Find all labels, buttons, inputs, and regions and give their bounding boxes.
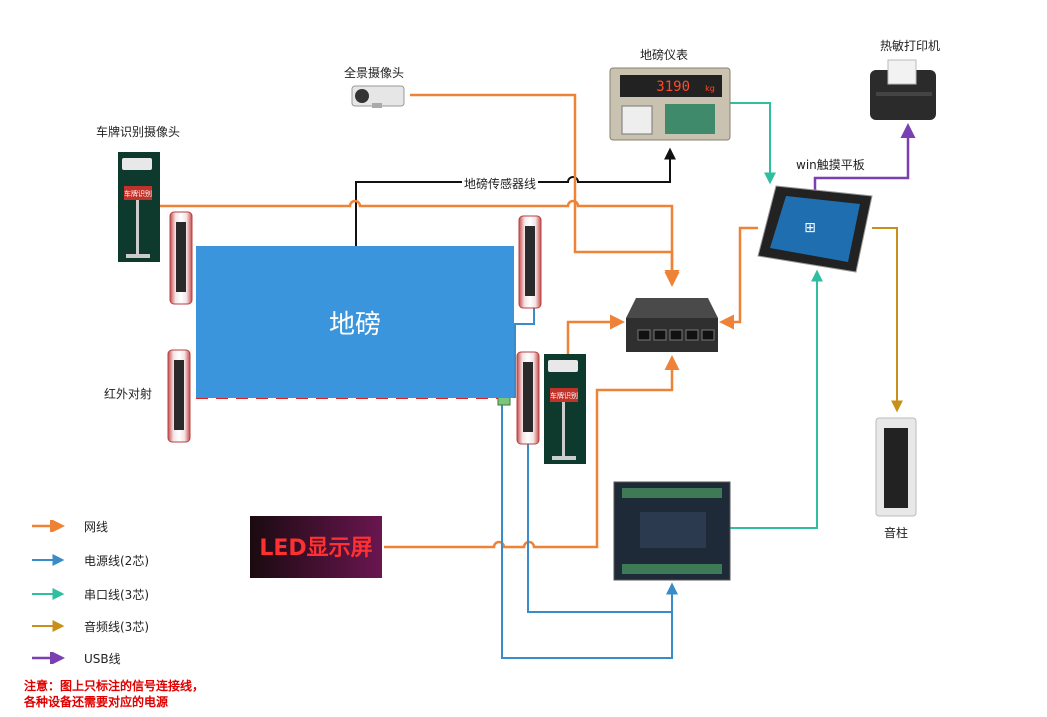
scale-indicator: 3190 kg	[609, 67, 731, 141]
sensor-cable-label: 地磅传感器线	[462, 175, 539, 192]
speaker-column	[875, 417, 917, 517]
legend-label: 网线	[84, 519, 109, 534]
sign-text-left: 车牌识别	[124, 189, 152, 198]
legend-item-power: 电源线(2芯)	[30, 552, 149, 568]
power-note: 注意：图上只标注的信号连接线， 各种设备还需要对应的电源	[24, 678, 204, 710]
tablet-label: win触摸平板	[796, 158, 865, 172]
panorama-camera	[351, 85, 405, 108]
note-line-1: 注意：图上只标注的信号连接线，	[24, 679, 205, 693]
note-line-2: 各种设备还需要对应的电源	[24, 695, 169, 709]
sign-text-right: 车牌识别	[550, 391, 578, 400]
legend-label: 串口线(3芯)	[84, 587, 149, 602]
weighbridge-platform: 地磅	[196, 246, 514, 398]
infrared-pillar-top-left	[169, 211, 193, 305]
legend-label: USB线	[84, 651, 121, 666]
io-controller	[613, 481, 731, 581]
weighbridge-label: 地磅	[328, 310, 381, 340]
led-display-text: LED显示屏	[259, 536, 372, 561]
sensor-cable-line	[355, 147, 676, 246]
legend-item-usb: USB线	[30, 650, 121, 666]
speaker-label: 音柱	[884, 526, 909, 540]
indicator-reading: 3190	[656, 79, 690, 95]
legend-item-serial: 串口线(3芯)	[30, 586, 149, 602]
audio-line	[872, 227, 903, 413]
usb-line	[813, 123, 916, 190]
indicator-unit: kg	[705, 84, 715, 93]
infrared-pillar-bottom-right	[516, 351, 540, 445]
legend-label: 音频线(3芯)	[84, 619, 149, 634]
scale-indicator-label: 地磅仪表	[640, 48, 689, 62]
legend-label: 电源线(2芯)	[84, 553, 149, 568]
legend-item-network: 网线	[30, 518, 108, 534]
infrared-pillar-bottom-left	[167, 349, 191, 443]
plate-camera-left: 车牌识别	[118, 152, 160, 262]
network-lines	[150, 93, 758, 549]
power-connector	[497, 396, 511, 406]
network-switch	[626, 298, 718, 352]
led-display: LED显示屏	[250, 516, 382, 578]
plate-camera-label: 车牌识别摄像头	[96, 125, 181, 139]
windows-logo-icon: ⊞	[804, 220, 816, 236]
thermal-printer-label: 热敏打印机	[880, 39, 941, 53]
thermal-printer	[870, 59, 936, 120]
panorama-camera-label: 全景摄像头	[344, 66, 405, 80]
plate-camera-right: 车牌识别	[544, 354, 586, 464]
tablet: ⊞	[757, 185, 873, 273]
infrared-pillar-top-right	[518, 215, 542, 309]
infrared-label: 红外对射	[104, 387, 153, 401]
serial-lines	[730, 102, 823, 529]
legend-item-audio: 音频线(3芯)	[30, 618, 149, 634]
